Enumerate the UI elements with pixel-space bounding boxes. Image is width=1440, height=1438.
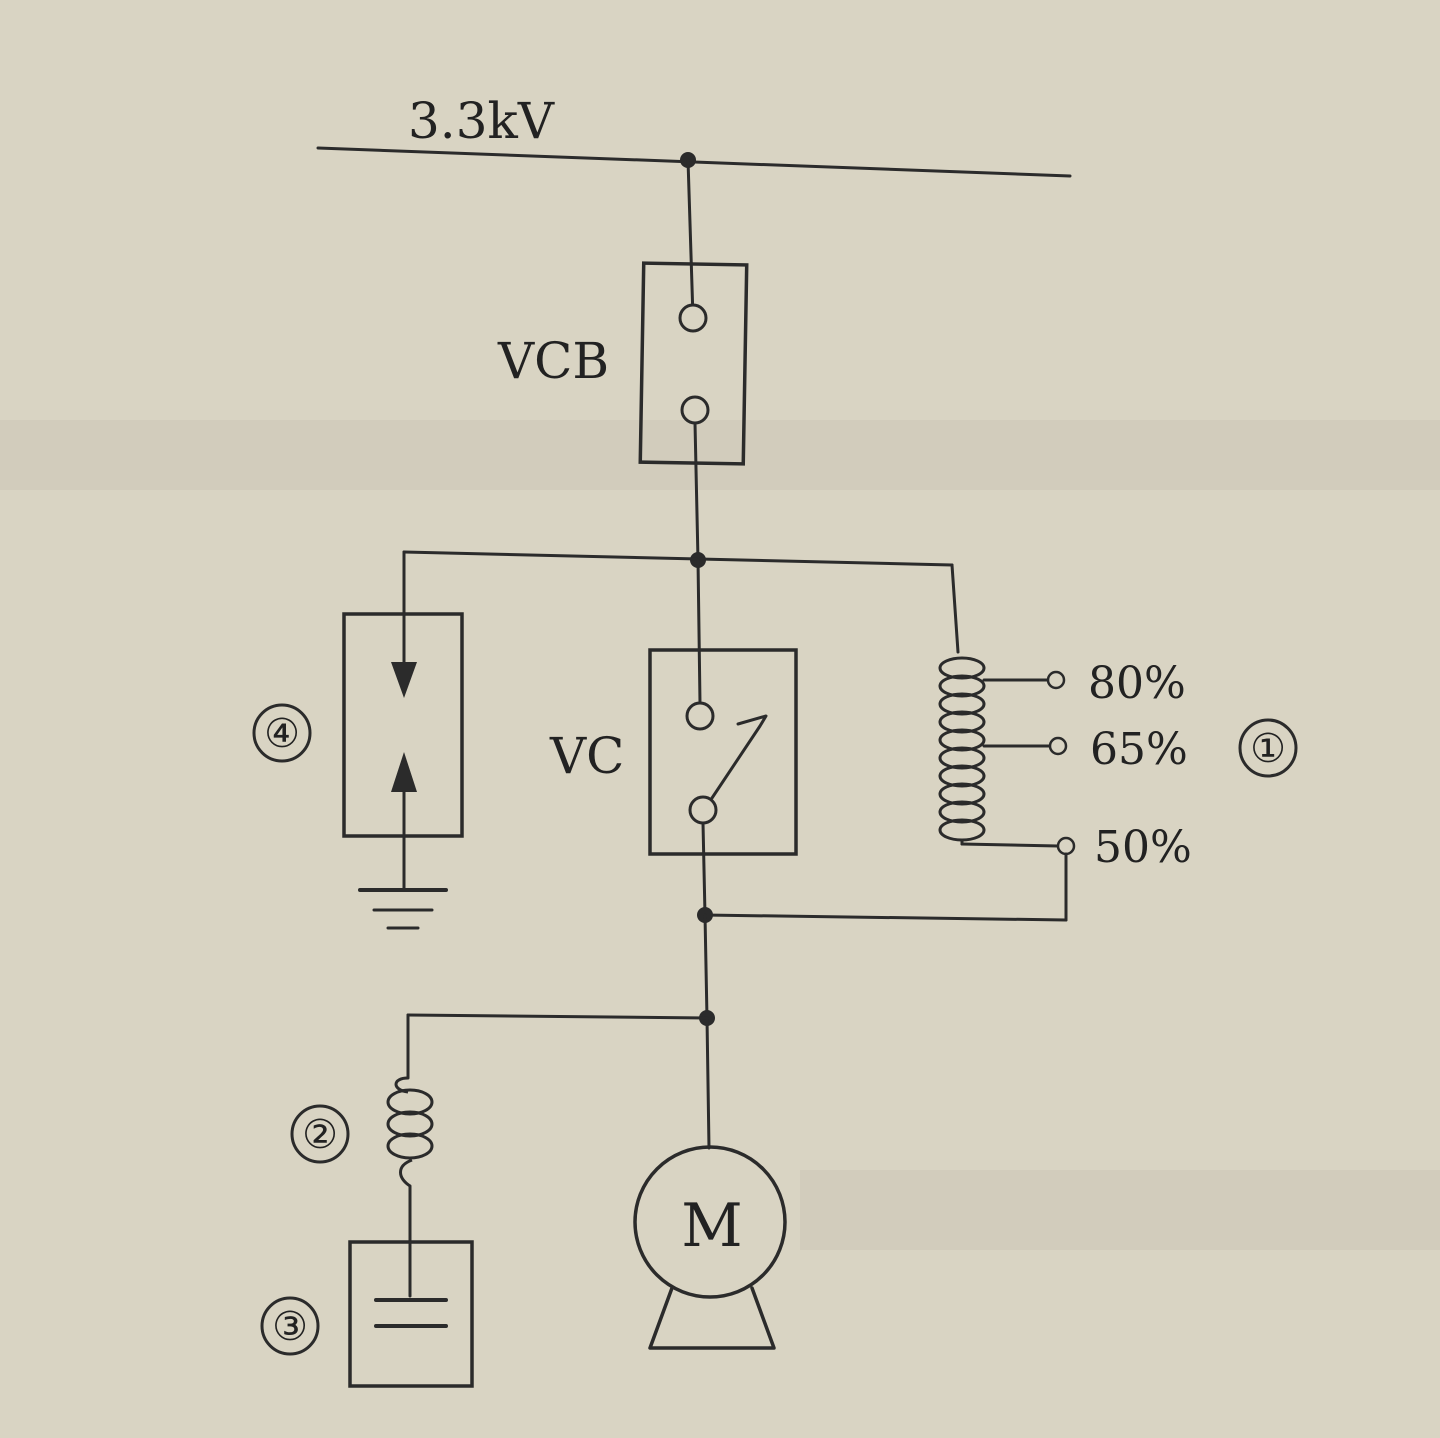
lower-return-line [702,913,1068,922]
capacitor-box [348,1240,474,1388]
callout-1-label: ① [1250,726,1286,772]
vc-upper-terminal [685,701,715,731]
capacitor-branch-line [406,1013,709,1020]
motor-symbol [633,1145,787,1299]
vc-to-lower-junction-wire [701,821,707,917]
callout-3-ring [260,1296,320,1356]
vcb-box [638,261,749,466]
vcb-upper-terminal [678,303,708,333]
motor-label: M [681,1191,742,1261]
callout-3-label: ③ [272,1304,308,1350]
ground-symbol-icon [358,888,448,930]
callout-2-label: ② [302,1112,338,1158]
bus-to-vcb-wire [686,158,695,320]
tap-50-terminal [1056,836,1076,856]
reactor-coil [386,1076,434,1188]
vc-label: VC [549,727,624,785]
motor-base [648,1286,776,1350]
vc-box [648,648,798,856]
callout-1-ring [1238,718,1298,778]
callout-2-ring [290,1104,350,1164]
vc-switch-blade [710,714,768,800]
upper-branch-line [402,550,954,567]
vcb-to-junction-wire [693,421,700,562]
tap-80-terminal [1046,670,1066,690]
junction-to-vc-wire [696,558,702,705]
autotransformer-feed-wire [950,563,960,654]
junction-to-motor-wire [705,1016,711,1150]
callout-4-label: ④ [264,711,300,757]
bleed-through-background [0,420,1440,1250]
tap-50-label: 50% [1094,822,1192,873]
vcb-label: VCB [497,332,609,390]
tap-50-wire [960,842,1060,848]
tap-65-label: 65% [1090,724,1188,775]
callout-4-ring [252,703,312,763]
tap-65-terminal [1048,736,1068,756]
autotransformer-coil [938,656,986,842]
vcb-lower-terminal [680,395,710,425]
lower-to-capacitor-junction-wire [703,913,709,1020]
vc-lower-terminal [688,795,718,825]
tap-80-label: 80% [1088,658,1186,709]
bus-voltage-label: 3.3kV [408,92,555,150]
surge-arrow-down-icon [391,662,417,698]
